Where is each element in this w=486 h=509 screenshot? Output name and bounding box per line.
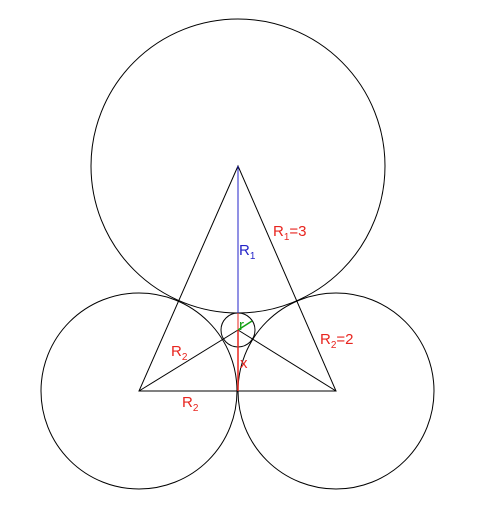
segment-right-to-small-center: [237, 329, 337, 392]
r-radius-segment: [237, 320, 253, 331]
r-small-label: r: [239, 317, 244, 334]
r1-equation-label: R1=3: [273, 223, 307, 243]
r1-vertical-label: R1: [239, 242, 256, 262]
r2-diagonal-label: R2: [171, 343, 188, 363]
r2-equation-label: R2=2: [320, 331, 354, 351]
segment-left-to-small-center: [138, 329, 239, 392]
r2-base-label: R2: [182, 394, 199, 414]
x-label: x: [240, 355, 248, 372]
